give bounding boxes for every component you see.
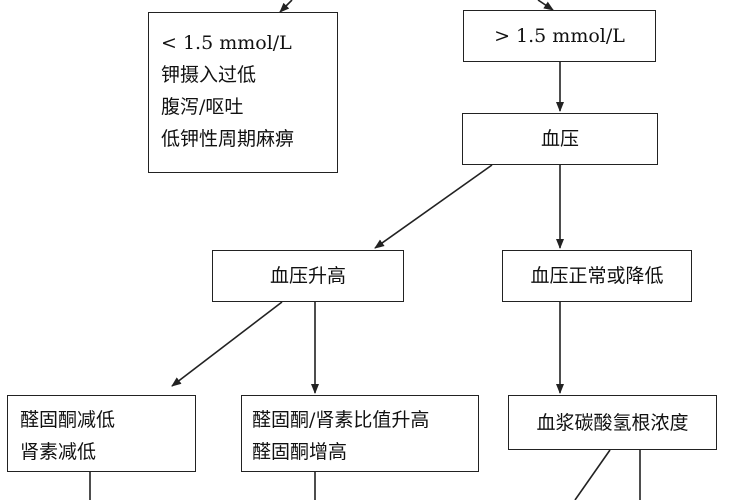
bp-normal-box-line-1: 血压正常或降低 <box>530 265 664 287</box>
aldo-ratio-box: 醛固酮/肾素比值升高 醛固酮增高 <box>241 395 479 472</box>
arrow-into-low-box <box>279 0 293 13</box>
arrow-bp-to-bp-high <box>374 164 493 249</box>
bp-normal-box: 血压正常或降低 <box>502 250 692 302</box>
aldo-ratio-box-line-2: 醛固酮增高 <box>252 441 348 463</box>
aldo-low-box-line-1: 醛固酮减低 <box>20 409 116 431</box>
aldo-ratio-box-line-1: 醛固酮/肾素比值升高 <box>252 409 430 431</box>
low-box-line-1: < 1.5 mmol/L <box>161 32 292 54</box>
bp-high-box: 血压升高 <box>212 250 404 302</box>
low-box-line-4: 低钾性周期麻痹 <box>161 128 295 150</box>
bicarbonate-box: 血浆碳酸氢根浓度 <box>508 395 717 450</box>
low-box-line-3: 腹泻/呕吐 <box>161 96 244 118</box>
bicarb-box-line-1: 血浆碳酸氢根浓度 <box>536 411 689 434</box>
low-box-line-2: 钾摄入过低 <box>161 64 257 86</box>
blood-pressure-box: 血压 <box>462 113 658 165</box>
bp-box-line-1: 血压 <box>540 128 579 150</box>
bp-high-box-line-1: 血压升高 <box>269 265 346 287</box>
arrow-into-high-box <box>537 0 554 11</box>
aldo-low-box: 醛固酮减低 肾素减低 <box>7 395 196 472</box>
low-potassium-box: < 1.5 mmol/L 钾摄入过低 腹泻/呕吐 低钾性周期麻痹 <box>148 12 338 173</box>
high-box-line-1: > 1.5 mmol/L <box>494 25 625 47</box>
aldo-low-box-line-2: 肾素减低 <box>20 441 97 463</box>
high-potassium-box: > 1.5 mmol/L <box>463 10 656 62</box>
arrow-bp-high-to-aldo-low <box>171 301 283 387</box>
line-out-bicarb-left <box>574 449 611 500</box>
